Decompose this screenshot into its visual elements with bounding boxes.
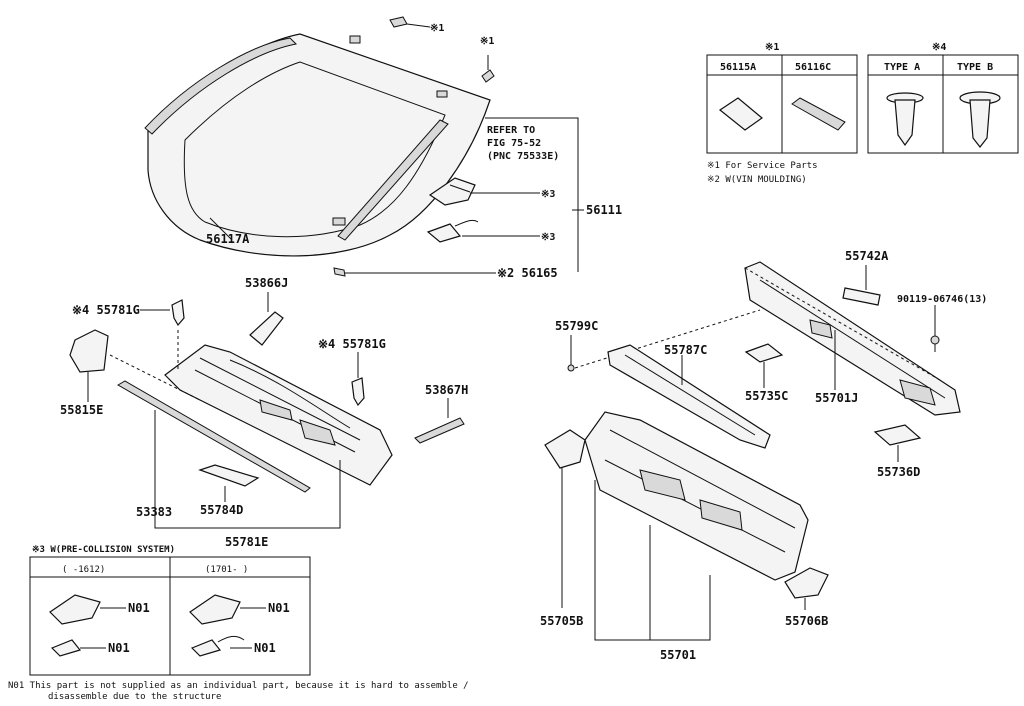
label-53866j: 53866J — [245, 276, 288, 290]
clip-55781g-center — [351, 377, 365, 407]
clip-type-a-shape — [886, 92, 924, 147]
panel-55787c — [607, 344, 771, 449]
legend-clip-types: ※4 TYPE A TYPE B — [867, 42, 1019, 154]
legend-x1-note2: ※2 W(VIN MOULDING) — [707, 175, 807, 185]
legend-x3-title: ※3 W(PRE-COLLISION SYSTEM) — [32, 545, 175, 555]
label-53383: 53383 — [136, 505, 172, 519]
panel-55815e — [69, 329, 109, 373]
label-56111: 56111 — [586, 203, 622, 217]
legend-x3-n01-d: N01 — [254, 641, 276, 655]
label-55701j: 55701J — [815, 391, 858, 405]
label-clip-left: ※4 55781G — [72, 303, 140, 317]
legend-x1-col2: 56116C — [795, 62, 831, 73]
clip-55799c — [567, 364, 575, 372]
seal-55742a — [842, 287, 881, 306]
legend-x3-n01-c: N01 — [268, 601, 290, 615]
footnote-line-1: N01 This part is not supplied as an indi… — [8, 681, 469, 691]
legend-x4-title: ※4 — [932, 42, 946, 53]
legend-x1-title: ※1 — [765, 42, 779, 53]
label-55736d: 55736D — [877, 465, 920, 479]
note-x3-a: ※3 — [541, 189, 555, 200]
clip-type-b-shape — [959, 91, 1001, 148]
legend-x3-n01-b: N01 — [108, 641, 130, 655]
note-x1-top: ※1 — [430, 23, 444, 34]
label-53867h: 53867H — [425, 383, 468, 397]
dash-panel-55701 — [584, 411, 809, 581]
plate-55784d — [198, 464, 260, 487]
pad-56115a-shape — [718, 97, 763, 131]
bolt-90119 — [930, 335, 940, 352]
legend-pre-collision: ※3 W(PRE-COLLISION SYSTEM) ( -1612) (170… — [29, 545, 311, 676]
legend-x3-col1: ( -1612) — [62, 565, 105, 575]
label-55735c: 55735C — [745, 389, 788, 403]
note-x1-mid: ※1 — [480, 36, 494, 47]
label-55784d: 55784D — [200, 503, 243, 517]
legend-x1-col1: 56115A — [720, 62, 756, 73]
bracket-55735c — [744, 343, 784, 363]
label-clip-center: ※4 55781G — [318, 337, 386, 351]
legend-service-pads: ※1 56115A 56116C ※1 For Service Parts ※2… — [706, 42, 858, 185]
bracket-55706b — [784, 567, 829, 599]
windshield-glass — [144, 33, 491, 257]
seal-53867h — [414, 417, 465, 444]
footnote-line-2: disassemble due to the structure — [48, 692, 221, 702]
panel-55701j — [744, 261, 961, 416]
vin-moulding — [333, 267, 346, 277]
bracket-55736d — [873, 424, 922, 446]
note-x3-b: ※3 — [541, 232, 555, 243]
service-pad-top — [389, 16, 431, 28]
seal-53866j — [249, 311, 284, 346]
label-55799c: 55799C — [555, 319, 598, 333]
label-55787c: 55787C — [664, 343, 707, 357]
legend-x3-n01-a: N01 — [128, 601, 150, 615]
label-55705b: 55705B — [540, 614, 583, 628]
label-90119: 90119-06746(13) — [897, 294, 987, 305]
camera-bracket-lower — [426, 219, 479, 243]
bracket-55705b — [544, 429, 586, 469]
label-55701: 55701 — [660, 648, 696, 662]
label-55742a: 55742A — [845, 249, 889, 263]
legend-x3-col2: (1701- ) — [205, 565, 248, 575]
service-pad-mid — [481, 55, 495, 83]
seal-53383 — [116, 380, 311, 493]
legend-x4-col1: TYPE A — [884, 62, 920, 73]
label-55706b: 55706B — [785, 614, 828, 628]
label-55815e: 55815E — [60, 403, 103, 417]
refer-line-1: REFER TO — [487, 125, 535, 136]
label-55781e: 55781E — [225, 535, 268, 549]
clip-55781g-left — [171, 299, 185, 327]
pad-56116c-shape — [791, 97, 846, 131]
refer-line-2: FIG 75-52 — [487, 138, 541, 149]
cowl-top-panel-55781e — [164, 344, 393, 486]
label-56165: ※2 56165 — [497, 266, 558, 280]
refer-line-3: (PNC 75533E) — [487, 151, 559, 162]
label-56117a: 56117A — [206, 232, 250, 246]
legend-x4-col2: TYPE B — [957, 62, 993, 73]
legend-x1-note1: ※1 For Service Parts — [707, 161, 818, 171]
